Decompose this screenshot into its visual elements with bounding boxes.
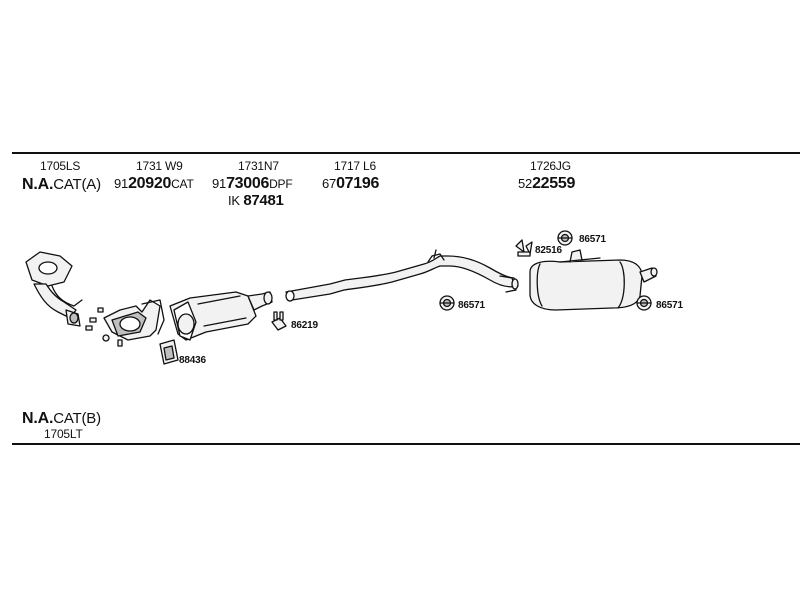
callout-mount-rear: 86571 bbox=[656, 300, 683, 311]
col3-number: 73006 bbox=[226, 175, 270, 192]
manifold-bolts bbox=[85, 307, 123, 347]
col3-part-number: 9173006DPF bbox=[212, 175, 293, 193]
col3-extra-prefix: IK bbox=[228, 193, 240, 208]
bottom-variant: N.A.CAT(B) bbox=[22, 410, 101, 428]
col4-code: 1717 L6 bbox=[334, 159, 376, 173]
rear-bracket bbox=[515, 239, 533, 257]
col2-prefix: 91 bbox=[114, 176, 129, 191]
col3-code: 1731N7 bbox=[238, 159, 279, 173]
bottom-code: 1705LT bbox=[44, 427, 83, 441]
col4-part-number: 6707196 bbox=[322, 175, 379, 193]
catalytic-converter bbox=[103, 299, 165, 341]
col3-extra-number: 87481 bbox=[243, 192, 284, 209]
col2-number: 20920 bbox=[128, 175, 172, 192]
col3-extra-part-number: IK 87481 bbox=[228, 192, 284, 209]
callout-mount-top: 86571 bbox=[579, 234, 606, 245]
col5-part-number: 5222559 bbox=[518, 175, 575, 193]
col2-part-number: 9120920CAT bbox=[114, 175, 194, 193]
col2-code: 1731 W9 bbox=[136, 159, 183, 173]
mount-pipe bbox=[439, 295, 455, 311]
col1-code: 1705LS bbox=[40, 159, 81, 173]
col3-suffix: DPF bbox=[269, 177, 293, 191]
col5-prefix: 52 bbox=[518, 176, 533, 191]
col5-code: 1726JG bbox=[530, 159, 571, 173]
col3-prefix: 91 bbox=[212, 176, 227, 191]
diesel-particulate-filter bbox=[169, 291, 273, 341]
mount-rear bbox=[636, 295, 652, 311]
bottom-na-prefix: N.A. bbox=[22, 410, 54, 427]
clamp bbox=[271, 311, 287, 331]
callout-bracket-rear: 82516 bbox=[535, 245, 562, 256]
exhaust-manifold bbox=[25, 251, 83, 327]
intermediate-pipe bbox=[285, 249, 519, 302]
col1-variant: N.A.CAT(A) bbox=[22, 176, 101, 194]
mount-top bbox=[557, 230, 573, 246]
top-rule bbox=[12, 152, 800, 154]
bottom-rule bbox=[12, 443, 800, 445]
callout-clamp-front: 86219 bbox=[291, 320, 318, 331]
col1-na-suffix: CAT(A) bbox=[53, 176, 101, 193]
bottom-na-suffix: CAT(B) bbox=[53, 410, 101, 427]
col4-prefix: 67 bbox=[322, 176, 337, 191]
col2-suffix: CAT bbox=[171, 177, 194, 191]
rear-muffler bbox=[529, 249, 658, 311]
gasket bbox=[159, 339, 179, 365]
callout-mount-pipe: 86571 bbox=[458, 300, 485, 311]
col4-number: 07196 bbox=[336, 175, 380, 192]
callout-gasket: 88436 bbox=[179, 355, 206, 366]
col1-na-prefix: N.A. bbox=[22, 176, 54, 193]
col5-number: 22559 bbox=[532, 175, 576, 192]
